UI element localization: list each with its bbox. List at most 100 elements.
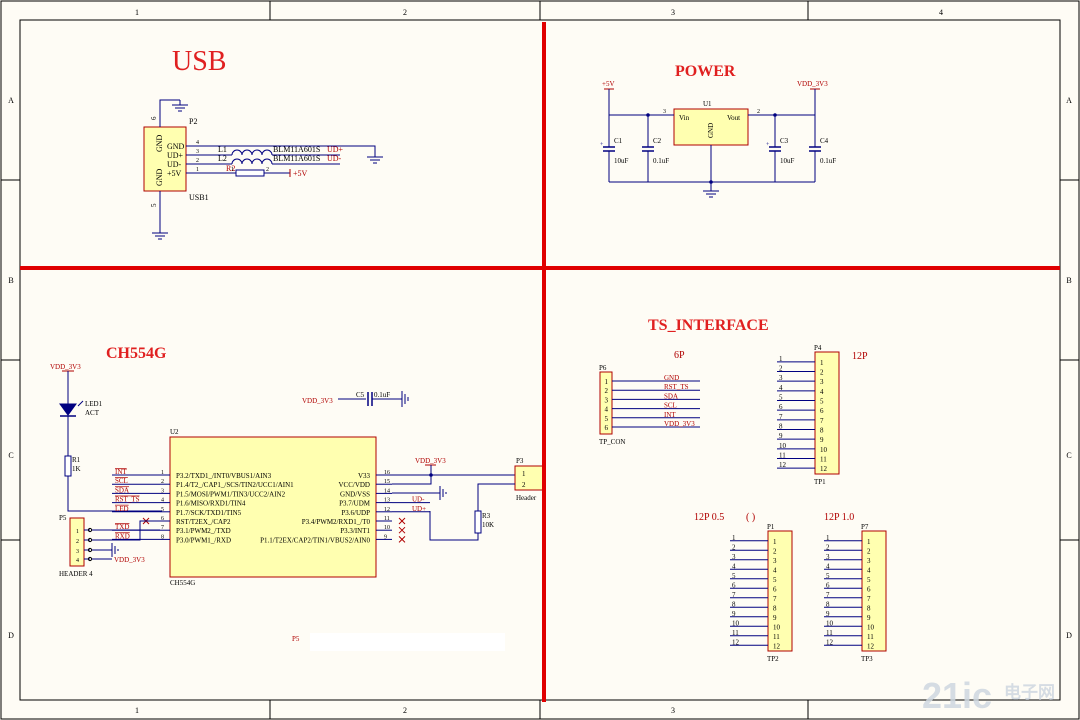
resistor-designator: R2 <box>226 164 235 173</box>
net-label: GND <box>664 374 679 382</box>
pin-number: 6 <box>820 407 824 415</box>
polarity-mark: + <box>766 142 770 148</box>
wire <box>92 520 160 531</box>
net-label: SCL <box>664 402 677 410</box>
pin-number: 8 <box>732 600 736 608</box>
wire <box>159 99 180 127</box>
pin-number: 1 <box>820 359 824 367</box>
pin-number: 11 <box>384 516 390 522</box>
capacitor-value: 0.1uF <box>374 391 390 399</box>
header-name: HEADER 4 <box>59 570 93 578</box>
resistor-body <box>64 455 72 477</box>
wire <box>67 476 162 512</box>
connector-designator: P6 <box>599 364 607 372</box>
pin-name: P1.5/MOSI/PWM1/TIN3/UCC2/AIN2 <box>176 490 286 498</box>
capacitor-value: 10uF <box>614 157 629 165</box>
capacitor-designator: C2 <box>653 137 662 145</box>
pin-name: P1.1/T2EX/CAP2/TIN1/VBUS2/AIN0 <box>260 536 370 544</box>
zone-row-label: D <box>8 631 14 640</box>
connector-designator: P1 <box>767 523 775 531</box>
pin-number: 1 <box>732 534 736 542</box>
capacitor-value: 10uF <box>780 157 795 165</box>
pin-number: 14 <box>384 488 390 494</box>
zone-col-label: 3 <box>671 706 675 715</box>
pin-number: 4 <box>605 406 609 414</box>
pin-number: 2 <box>605 387 609 395</box>
capacitor-designator: C5 <box>356 391 365 399</box>
pin-number: 6 <box>867 585 871 593</box>
net-label: TXD <box>115 523 129 531</box>
pin-number: 7 <box>826 591 830 599</box>
pin-number: 11 <box>779 452 786 460</box>
connector-p6-body <box>599 371 613 435</box>
net-label: UD+ <box>412 505 426 513</box>
pin-number: 8 <box>826 600 830 608</box>
pin-number: 2 <box>732 543 736 551</box>
net-label: RXD <box>115 532 130 540</box>
zone-col-label: 3 <box>671 8 675 17</box>
pin-number: 1 <box>867 538 871 546</box>
pin-number: 4 <box>161 498 164 504</box>
pin-number: 12 <box>867 642 875 650</box>
pin-number: 2 <box>867 547 871 555</box>
no-connect-mark <box>398 526 406 534</box>
connector-label: ( ) <box>746 512 755 523</box>
pin-number: 9 <box>820 436 824 444</box>
pin-number: 1 <box>231 167 234 173</box>
pin-number: 9 <box>384 534 387 540</box>
net-label: UD- <box>327 154 342 163</box>
resistor-body <box>474 510 482 534</box>
net-label: SDA <box>115 486 129 494</box>
zone-row-label: B <box>8 276 13 285</box>
zone-row-label: A <box>1066 96 1072 105</box>
capacitor-designator: C4 <box>820 137 829 145</box>
connector-name: TP1 <box>814 478 826 486</box>
pin-number: 1 <box>76 529 79 535</box>
pin-number: 12 <box>779 461 787 469</box>
zone-col-label: 1 <box>135 8 139 17</box>
pin-name: P3.3/INT1 <box>340 527 370 535</box>
pin-number: 8 <box>779 423 783 431</box>
net-label: SCL <box>115 477 128 485</box>
pin-number: 7 <box>820 417 824 425</box>
pin-number: 10 <box>820 446 828 454</box>
pin-number: 4 <box>820 388 824 396</box>
pin-name: VCC/VDD <box>338 481 370 489</box>
pin-number: 3 <box>867 557 871 565</box>
led-designator: LED1 <box>85 400 103 408</box>
section-title: USB <box>172 46 226 77</box>
pin-number: 7 <box>773 595 777 603</box>
pin-number: 10 <box>779 442 787 450</box>
zone-row-label: C <box>1066 451 1071 460</box>
pin-number: 1 <box>605 378 609 386</box>
pin-number: 1 <box>522 470 526 478</box>
header-name: Header <box>516 494 537 502</box>
chip-name: CH554G <box>170 579 195 587</box>
pin-number: 6 <box>732 581 736 589</box>
pin-number: 7 <box>867 595 871 603</box>
pin-number: 11 <box>820 456 827 464</box>
pin-end <box>87 547 93 553</box>
zone-row-label: B <box>1066 276 1071 285</box>
pin-number: 4 <box>826 562 830 570</box>
pin-number: 11 <box>773 633 780 641</box>
power-net-label: VDD_3V3 <box>302 397 333 405</box>
resistor-body <box>235 169 265 177</box>
connector-label: 12P <box>852 351 868 362</box>
pin-number: 9 <box>732 610 736 618</box>
pin-number: 9 <box>826 610 830 618</box>
pin-number: 5 <box>826 572 830 580</box>
pin-number: 8 <box>161 534 164 540</box>
wire <box>212 145 376 152</box>
capacitor-value: 0.1uF <box>820 157 836 165</box>
net-label: UD+ <box>327 145 344 154</box>
watermark-brand: 21ic <box>922 675 992 716</box>
resistor-value: 10K <box>482 521 494 529</box>
pin-name: V33 <box>358 472 371 480</box>
pin-name: P1.7/SCK/TXD1/TIN5 <box>176 509 242 517</box>
pin-number: 2 <box>757 109 760 115</box>
pin-number: 2 <box>779 365 783 373</box>
pin-number: 10 <box>384 525 390 531</box>
header-p5-body <box>69 517 85 567</box>
